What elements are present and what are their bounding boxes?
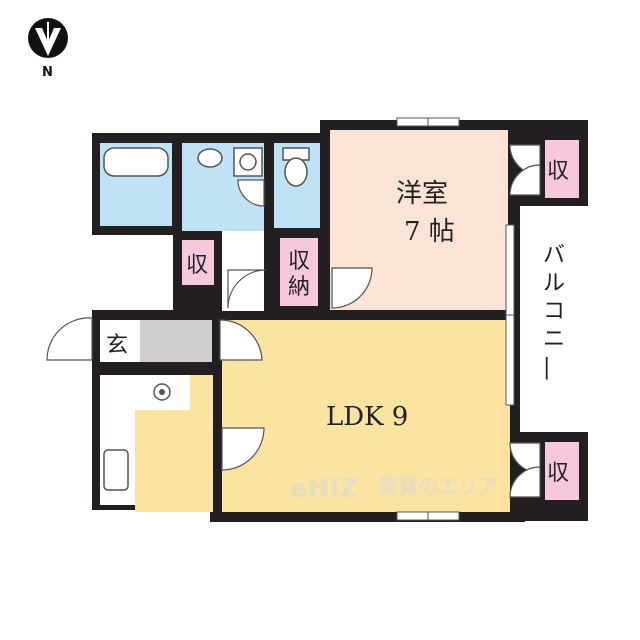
balcony-label: バルコニ|	[543, 243, 565, 380]
closet-bedroom-label: 収	[547, 159, 569, 184]
sink-icon	[103, 449, 129, 491]
closet-bedroom	[545, 140, 579, 198]
balcony	[520, 205, 588, 433]
closet-ldk	[545, 442, 579, 500]
closet-hall-label: 収	[186, 253, 208, 278]
genkan-label: 玄	[106, 333, 128, 358]
ldk-room	[222, 320, 510, 512]
bathtub-icon	[103, 147, 169, 177]
compass: N	[28, 18, 68, 80]
north-label: N	[42, 65, 53, 80]
washing-machine-icon	[233, 147, 263, 177]
genkan	[100, 320, 140, 362]
entrance-floor	[140, 320, 212, 362]
closet-hall	[182, 240, 214, 285]
western-room-name: 洋室	[396, 179, 448, 209]
watermark: eHIZ 賃貸のエリア	[290, 474, 498, 504]
doors	[46, 144, 541, 498]
shunou-label: 収納	[288, 249, 310, 300]
watermark-logo: eHIZ	[290, 474, 358, 504]
kitchen-counter	[100, 375, 135, 505]
closet-ldk-label: 収	[547, 461, 569, 486]
western-room-size: 7 帖	[404, 217, 455, 247]
ldk-label: LDK 9	[326, 402, 408, 432]
washbasin-icon	[197, 148, 223, 168]
stove-icon	[153, 383, 171, 401]
windows	[396, 117, 515, 521]
shunou-closet	[280, 238, 318, 306]
watermark-text: 賃貸のエリア	[377, 474, 498, 498]
